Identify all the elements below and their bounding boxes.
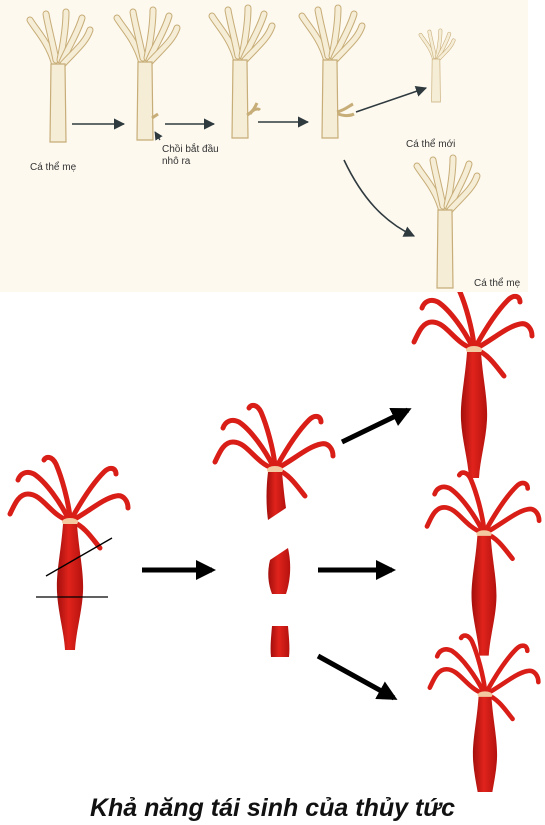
arrow-to-parent [344,160,414,236]
growing-bud [247,103,260,115]
regeneration-diagram [0,292,545,792]
new-hydra-drawing [421,30,454,102]
regenerated-hydra-bottom [430,636,539,792]
regenerated-hydra-middle [427,473,539,656]
parent-after-label: Cá thể mẹ [474,278,520,290]
budding-panel: Cá thể mẹ Chồi bắt đầu nhô ra Cá thể mới… [0,0,528,292]
budding-hydra-drawing-2 [212,8,272,138]
base-fragment [271,626,290,657]
regeneration-panel [0,292,545,792]
new-individual-label: Cá thể mới [406,139,455,151]
middle-fragment [268,548,290,594]
parent-hydra-drawing [30,12,90,142]
original-hydra [10,457,128,650]
arrow-head-to-top [342,410,408,442]
budding-hydra-drawing-3 [302,8,362,138]
bud-start-label-line1: Chồi bắt đầu [162,144,219,156]
bud-pointer [155,132,160,140]
bud-start-label-line2: nhô ra [162,156,190,168]
budding-hydra-drawing-1 [117,10,177,140]
head-fragment [215,405,333,520]
parent-label: Cá thể mẹ [30,162,76,174]
mature-bud [337,104,354,116]
parent-after-drawing [417,158,477,288]
arrow-base-to-bottom [318,656,394,698]
regenerated-hydra-top [414,292,532,478]
caption: Khả năng tái sinh của thủy tức [0,794,545,823]
arrow-to-new [356,88,426,112]
